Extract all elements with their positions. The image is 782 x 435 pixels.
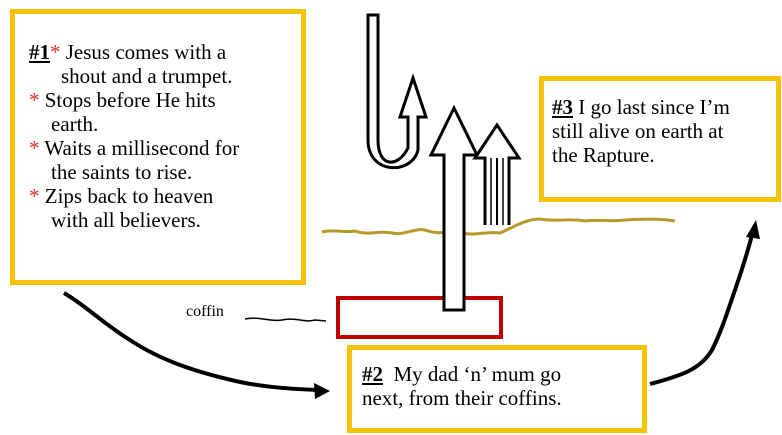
step-1-item-2: * Stops before He hits earth.: [29, 88, 293, 136]
coffin-rect: [336, 296, 503, 339]
curve-arrow-2-head: [746, 220, 760, 239]
step-1-item-3-line2: the saints to rise.: [51, 160, 193, 184]
star-bullet: *: [50, 40, 61, 64]
step-2-marker: #2: [362, 362, 383, 386]
step-1-item-4: * Zips back to heaven with all believers…: [29, 184, 293, 232]
step-1-marker: #1: [29, 40, 50, 64]
step-1-box: #1* Jesus comes with a shout and a trump…: [10, 9, 306, 285]
step-3-line3: the Rapture.: [552, 143, 655, 167]
step-1-item-3: * Waits a millisecond for the saints to …: [29, 136, 293, 184]
big-up-arrow: [428, 104, 480, 312]
step-3-line2: still alive on earth at: [552, 119, 724, 143]
step-2-box: #2 My dad ‘n’ mum go next, from their co…: [347, 345, 647, 433]
step-1-item-3-line1: Waits a millisecond for: [39, 136, 240, 160]
hook-arrow: [366, 13, 429, 170]
star-bullet: *: [29, 136, 40, 160]
star-bullet: *: [29, 184, 40, 208]
step-2-line1: My dad ‘n’ mum go: [383, 362, 562, 386]
step-1-item-1-line1: Jesus comes with a: [60, 40, 227, 64]
ground-line: [321, 217, 676, 236]
curve-arrow-1-to-2: [63, 291, 319, 392]
coffin-label: coffin: [186, 303, 224, 320]
step-1-item-4-line2: with all believers.: [51, 208, 201, 232]
step-3-box: #3 I go last since I’m still alive on ea…: [539, 76, 781, 202]
curve-arrow-1-head: [314, 383, 330, 399]
star-bullet: *: [29, 88, 40, 112]
step-3-line1: I go last since I’m: [573, 95, 730, 119]
step-3-marker: #3: [552, 95, 573, 119]
step-2-line2: next, from their coffins.: [362, 386, 562, 410]
step-1-item-2-line1: Stops before He hits: [39, 88, 216, 112]
step-1-item-1-line2: shout and a trumpet.: [61, 64, 233, 88]
step-1-item-4-line1: Zips back to heaven: [39, 184, 214, 208]
curve-arrow-2-to-3: [649, 234, 754, 386]
coffin-pointer-line: [244, 317, 327, 322]
step-1-item-2-line2: earth.: [51, 112, 99, 136]
step-1-item-1: #1* Jesus comes with a shout and a trump…: [29, 40, 293, 88]
